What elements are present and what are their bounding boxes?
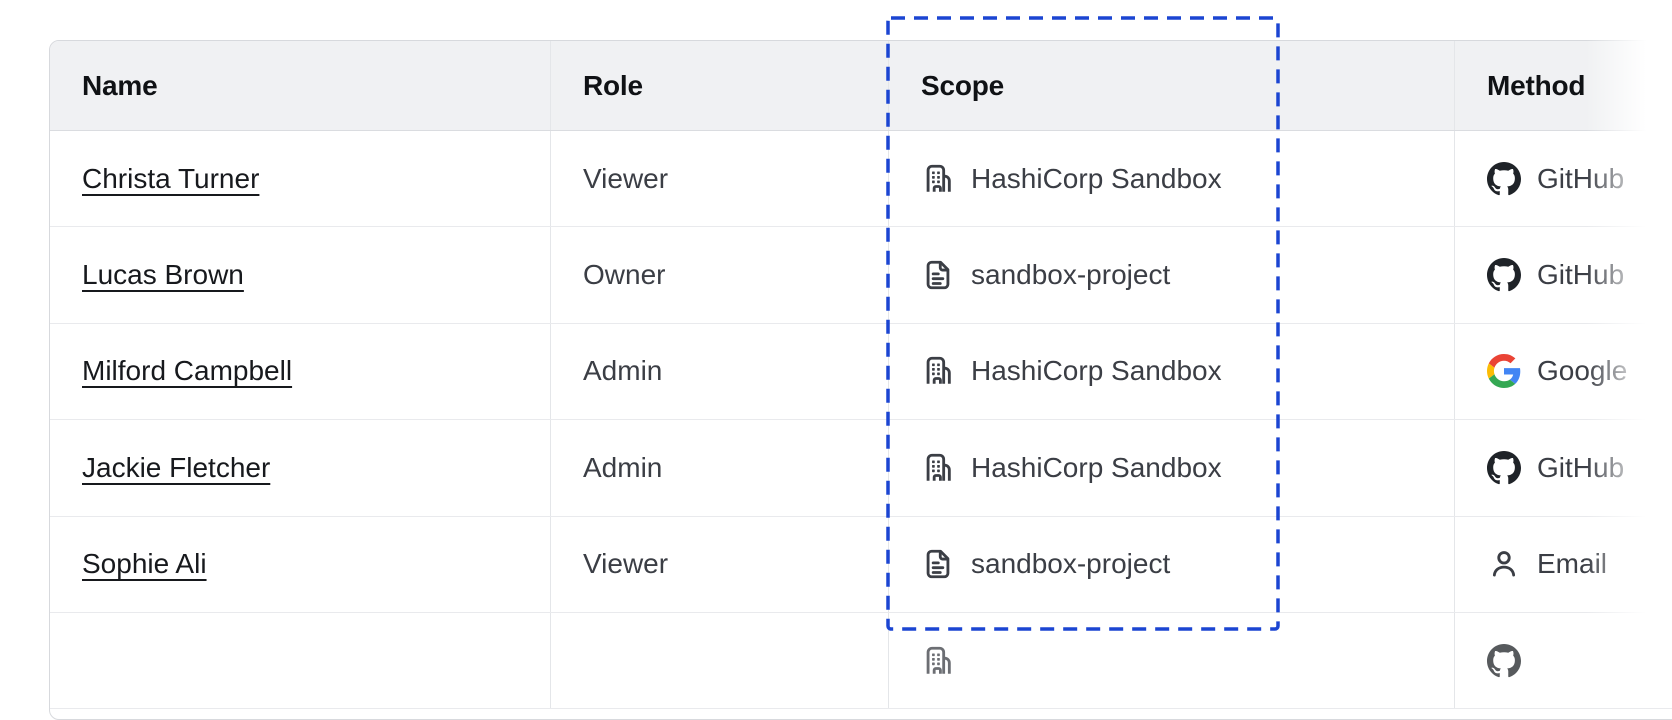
github-icon bbox=[1487, 161, 1521, 196]
table-row: Lucas Brown Owner sandbox-project GitHub bbox=[50, 227, 1672, 324]
file-text-icon bbox=[921, 547, 955, 581]
method-value: GitHub bbox=[1537, 259, 1625, 291]
column-header-scope: Scope bbox=[888, 41, 1454, 130]
table-header-row: Name Role Scope Method bbox=[50, 41, 1672, 131]
org-building-icon bbox=[921, 451, 955, 485]
scope-value: HashiCorp Sandbox bbox=[971, 355, 1222, 387]
scope-value: sandbox-project bbox=[971, 259, 1171, 291]
github-icon bbox=[1487, 450, 1521, 485]
role-value: Viewer bbox=[550, 131, 888, 227]
scope-value: HashiCorp Sandbox bbox=[971, 162, 1222, 194]
method-value: GitHub bbox=[1537, 162, 1625, 194]
role-value: Admin bbox=[550, 323, 888, 420]
table-row: Milford Campbell Admin HashiCorp Sandbox… bbox=[50, 323, 1672, 421]
google-icon bbox=[1487, 354, 1521, 389]
org-building-icon bbox=[921, 162, 955, 196]
role-value: Owner bbox=[550, 227, 888, 323]
method-value: Email bbox=[1537, 548, 1608, 580]
members-table: Name Role Scope Method Christa Turner Vi… bbox=[49, 40, 1672, 720]
column-header-name: Name bbox=[82, 69, 158, 101]
org-building-icon bbox=[921, 644, 955, 678]
table-row: Jackie Fletcher Admin HashiCorp Sandbox … bbox=[50, 420, 1672, 517]
file-text-icon bbox=[921, 258, 955, 292]
github-icon bbox=[1487, 643, 1521, 678]
column-header-role: Role bbox=[550, 41, 888, 130]
scope-value: HashiCorp Sandbox bbox=[971, 451, 1222, 483]
role-value: Viewer bbox=[550, 516, 888, 612]
method-value: GitHub bbox=[1537, 451, 1625, 483]
table-row: Christa Turner Viewer HashiCorp Sandbox … bbox=[50, 131, 1672, 228]
method-value: Google bbox=[1537, 355, 1628, 387]
org-building-icon bbox=[921, 354, 955, 388]
table-row: Sophie Ali Viewer sandbox-project Email bbox=[50, 516, 1672, 613]
member-name-link[interactable]: Lucas Brown bbox=[82, 259, 244, 291]
role-value: Admin bbox=[550, 420, 888, 516]
member-name-link[interactable]: Christa Turner bbox=[82, 162, 260, 194]
member-name-link[interactable]: Sophie Ali bbox=[82, 548, 207, 580]
table-row-partial bbox=[50, 612, 1672, 710]
scope-value: sandbox-project bbox=[971, 548, 1171, 580]
member-name-link[interactable]: Milford Campbell bbox=[82, 355, 293, 387]
person-icon bbox=[1487, 547, 1521, 581]
member-name-link[interactable]: Jackie Fletcher bbox=[82, 451, 271, 483]
github-icon bbox=[1487, 258, 1521, 292]
column-header-method: Method bbox=[1454, 41, 1672, 130]
